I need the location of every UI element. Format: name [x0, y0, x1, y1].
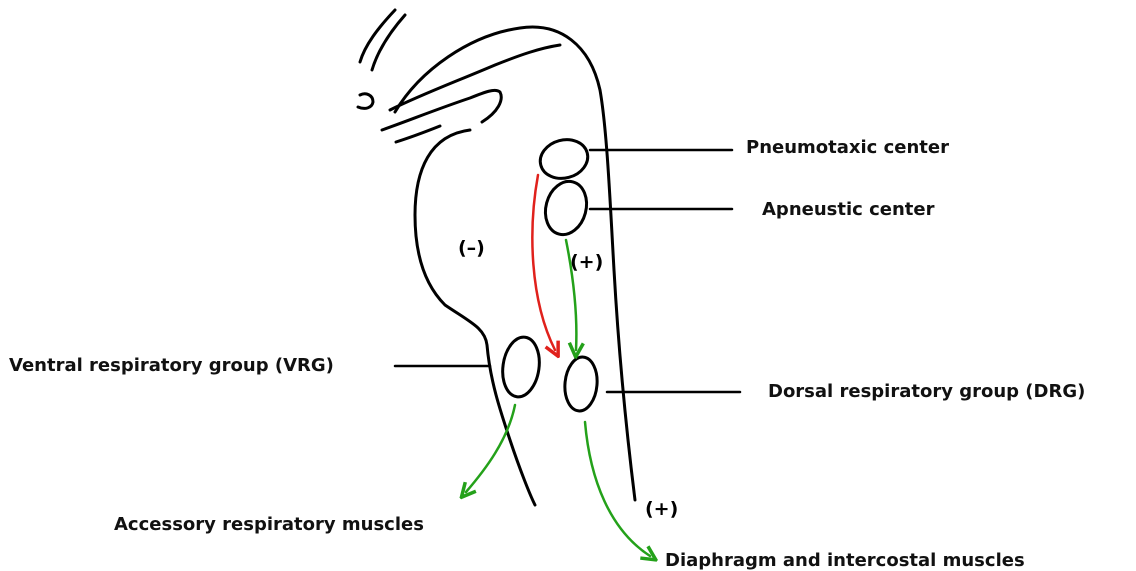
inhibitory-arrow: [532, 175, 555, 350]
vrg-label: Ventral respiratory group (VRG): [9, 355, 334, 376]
pneumotaxic-center-oval: [536, 134, 592, 183]
excitatory-arrow-drg-to-diaphragm: [585, 422, 650, 556]
vrg-oval: [499, 335, 543, 399]
apneustic-center-label: Apneustic center: [762, 199, 935, 220]
pneumotaxic-center-label: Pneumotaxic center: [746, 137, 949, 158]
inhibition-sign: (–): [458, 237, 485, 259]
accessory-muscles-label: Accessory respiratory muscles: [114, 514, 424, 535]
apneustic-center-oval: [540, 177, 593, 240]
drg-label: Dorsal respiratory group (DRG): [768, 381, 1085, 402]
excitatory-arrow-vrg-to-accessory: [466, 405, 515, 492]
excitation-sign-drg: (+): [645, 498, 678, 520]
excitation-sign-pons: (+): [570, 251, 603, 273]
drg-oval: [563, 356, 600, 413]
diaphragm-intercostal-label: Diaphragm and intercostal muscles: [665, 550, 1025, 571]
